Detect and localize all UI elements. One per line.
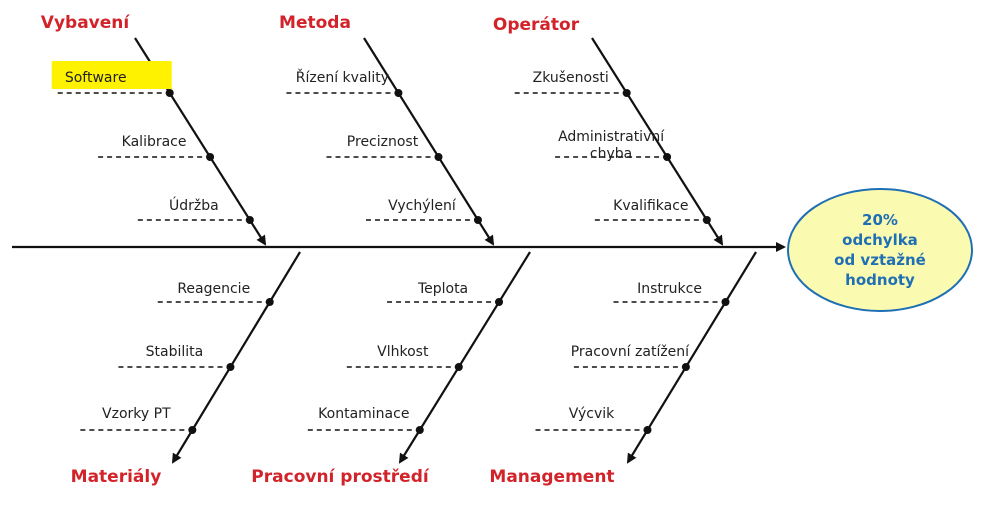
junction-dot-vybaveni-2 — [245, 216, 254, 224]
junction-dot-prostredi-2 — [415, 426, 424, 434]
category-title-metoda: Metoda — [279, 13, 351, 33]
cause-label-vybaveni-1: Kalibrace — [122, 134, 187, 150]
junction-dot-materialy-2 — [188, 426, 197, 434]
cause-label-operator-1-line1: chyba — [590, 146, 632, 162]
effect-ellipse — [787, 188, 973, 312]
category-title-operator: Operátor — [493, 15, 580, 35]
junction-dot-management-2 — [643, 426, 652, 434]
junction-dot-prostredi-1 — [454, 363, 463, 371]
cause-label-materialy-1: Stabilita — [146, 344, 204, 360]
cause-label-management-2: Výcvik — [569, 406, 615, 422]
cause-label-vybaveni-0: Software — [65, 70, 127, 86]
junction-dot-vybaveni-1 — [206, 153, 215, 161]
junction-dot-vybaveni-0 — [165, 89, 174, 97]
effect-label-line1: odchylka — [842, 231, 918, 249]
effect-label-line0: 20% — [862, 211, 898, 229]
junction-dot-metoda-1 — [434, 153, 443, 161]
cause-label-metoda-1: Preciznost — [347, 134, 419, 150]
junction-dot-operator-2 — [702, 216, 711, 224]
category-title-materialy: Materiály — [71, 467, 162, 487]
cause-label-metoda-0: Řízení kvality — [296, 69, 389, 86]
cause-label-materialy-0: Reagencie — [177, 281, 250, 297]
cause-label-materialy-2: Vzorky PT — [102, 406, 171, 422]
junction-dot-metoda-2 — [473, 216, 482, 224]
category-title-prostredi: Pracovní prostředí — [251, 467, 430, 487]
cause-label-management-0: Instrukce — [637, 281, 702, 297]
cause-label-operator-2: Kvalifikace — [613, 198, 688, 214]
cause-label-operator-1-line0: Administrativní — [558, 129, 665, 145]
category-title-vybaveni: Vybavení — [41, 13, 131, 33]
junction-dot-materialy-0 — [265, 298, 274, 306]
junction-dot-management-0 — [721, 298, 730, 306]
cause-label-vybaveni-2: Údržba — [169, 196, 219, 214]
effect-label-line3: hodnoty — [845, 271, 915, 289]
category-title-management: Management — [489, 467, 614, 487]
cause-label-prostredi-2: Kontaminace — [318, 406, 409, 422]
cause-label-metoda-2: Vychýlení — [388, 198, 457, 214]
bone-metoda — [363, 37, 495, 246]
junction-dot-metoda-0 — [394, 89, 403, 97]
cause-highlight-vybaveni-0 — [51, 61, 172, 89]
effect-label-line2: od vztažné — [834, 251, 926, 269]
junction-dot-operator-0 — [622, 89, 631, 97]
junction-dot-prostredi-0 — [495, 298, 504, 306]
cause-label-prostredi-0: Teplota — [417, 281, 468, 297]
cause-label-prostredi-1: Vlhkost — [377, 344, 429, 360]
junction-dot-operator-1 — [663, 153, 672, 161]
junction-dot-management-1 — [681, 363, 690, 371]
junction-dot-materialy-1 — [226, 363, 235, 371]
cause-label-management-1: Pracovní zatížení — [571, 344, 690, 360]
bone-operator — [591, 37, 724, 246]
cause-label-operator-0: Zkušenosti — [533, 70, 609, 86]
